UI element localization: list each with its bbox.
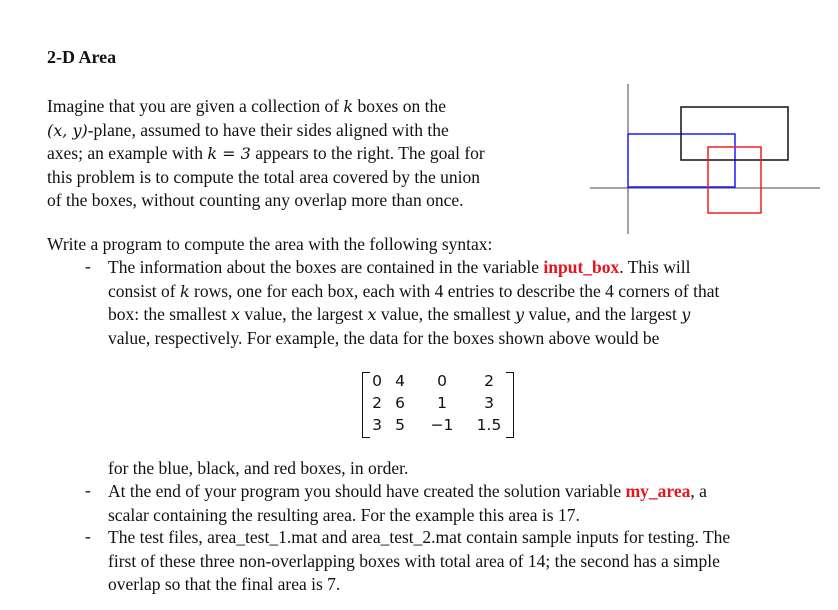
math-x: x [367, 305, 377, 324]
matrix-cell: 2 [484, 372, 494, 390]
math-k-eq: k = 3 [207, 144, 251, 163]
bullet-text: rows, one for each box, each with 4 entr… [189, 280, 720, 301]
math-x: x [230, 305, 241, 324]
bullet-text: first of these three non-overlapping box… [108, 550, 720, 571]
boxes-figure [590, 84, 820, 234]
matrix-cell: 4 [395, 372, 405, 390]
bullet-text: The information about the boxes are cont… [108, 257, 544, 277]
matrix-row: 0 4 0 2 [372, 372, 504, 393]
matrix-cell: 2 [372, 394, 382, 412]
var-input-box: input_box [543, 257, 620, 277]
intro-text: -plane, assumed to have their sides alig… [87, 119, 449, 140]
matrix-cell: 1 [437, 394, 447, 412]
bullet-text: At the end of your program you should ha… [108, 481, 626, 501]
matrix-cell: 6 [395, 394, 405, 412]
bullet-2: At the end of your program you should ha… [108, 480, 823, 527]
black-box [680, 106, 789, 161]
bullet-dash: - [85, 526, 91, 546]
matrix-cell: −1 [430, 416, 454, 434]
bullet-text: value, and the largest [524, 304, 682, 324]
example-matrix: 0 4 0 2 2 6 1 3 3 5 −1 1.5 [362, 372, 514, 438]
math-y: y [681, 305, 691, 324]
intro-text: this problem is to compute the total are… [47, 166, 481, 187]
bullet-text: value, the largest [240, 304, 368, 324]
bullet-text: consist of [108, 280, 180, 301]
matrix-left-bracket [362, 372, 370, 438]
bullet-text: , a [690, 481, 707, 501]
matrix-cell: 3 [484, 394, 494, 412]
matrix-cell: 0 [372, 372, 382, 390]
matrix-row: 3 5 −1 1.5 [372, 416, 504, 437]
math-y: y [515, 305, 525, 324]
math-xy: (x, y) [47, 120, 88, 140]
math-k: k [343, 97, 354, 116]
bullet-text: box: the smallest [108, 304, 231, 324]
bullet-text: scalar containing the resulting area. Fo… [108, 504, 580, 525]
matrix-right-bracket [506, 372, 514, 438]
matrix-row: 2 6 1 3 [372, 394, 504, 415]
bullet-3: The test files, area_test_1.mat and area… [108, 526, 823, 597]
matrix-cell: 5 [395, 416, 405, 434]
matrix-caption: for the blue, black, and red boxes, in o… [108, 458, 409, 478]
bullet-text: The test files, area_test_1.mat and area… [108, 527, 731, 547]
bullet-text: . This will [619, 257, 691, 277]
matrix-cell: 3 [372, 416, 382, 434]
math-k: k [179, 281, 190, 301]
bullet-dash: - [85, 256, 91, 276]
bullet-1: The information about the boxes are cont… [108, 256, 823, 350]
bullet-text: overlap so that the final area is 7. [108, 574, 341, 594]
matrix-cell: 1.5 [476, 416, 502, 434]
intro-text: axes; an example with [47, 143, 208, 163]
var-my-area: my_area [625, 481, 691, 501]
bullet-text: value, the smallest [376, 304, 516, 324]
bullet-text: value, respectively. For example, the da… [108, 327, 660, 348]
intro-text: boxes on the [353, 96, 446, 116]
red-box [707, 146, 762, 214]
intro-text: Imagine that you are given a collection … [47, 96, 344, 116]
syntax-line: Write a program to compute the area with… [47, 234, 493, 254]
bullet-dash: - [85, 480, 91, 500]
intro-text: appears to the right. The goal for [250, 143, 485, 163]
intro-paragraph: Imagine that you are given a collection … [47, 95, 567, 213]
intro-text: of the boxes, without counting any overl… [47, 190, 464, 210]
section-title: 2-D Area [47, 47, 117, 67]
matrix-cell: 0 [437, 372, 447, 390]
